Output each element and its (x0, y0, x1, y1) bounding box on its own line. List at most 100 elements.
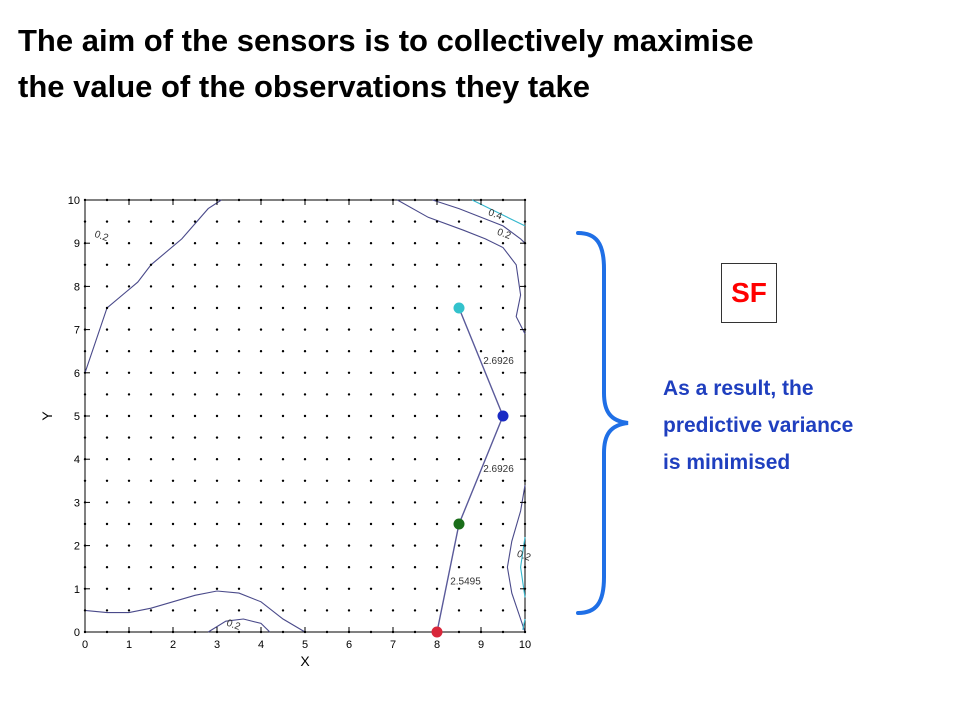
grid-point (281, 371, 285, 374)
grid-point (149, 371, 153, 374)
x-tick-label-3: 3 (214, 639, 220, 651)
grid-point (237, 587, 241, 590)
grid-point (83, 479, 87, 482)
grid-point (391, 350, 395, 353)
grid-point (259, 544, 263, 547)
grid-point (215, 263, 219, 266)
grid-point (105, 479, 109, 482)
grid-point (237, 220, 241, 223)
grid-point (127, 609, 131, 612)
grid-point (523, 393, 527, 396)
grid-point (193, 306, 197, 310)
grid-point (369, 350, 373, 353)
grid-point (303, 566, 307, 569)
grid-point (501, 328, 505, 331)
y-tick-label-5: 5 (74, 411, 80, 423)
grid-point (303, 458, 307, 461)
grid-point (127, 458, 131, 461)
grid-point (523, 350, 527, 353)
grid-point (281, 630, 285, 634)
grid-point (347, 393, 351, 396)
grid-point (501, 436, 505, 439)
grid-point (479, 306, 483, 310)
grid-point (237, 436, 241, 439)
grid-point (237, 458, 241, 461)
grid-point (369, 458, 373, 461)
grid-point (237, 630, 241, 634)
grid-point (149, 544, 153, 547)
grid-point (215, 587, 219, 590)
grid-point (127, 414, 131, 418)
grid-point (347, 306, 351, 310)
grid-point (105, 220, 109, 223)
contour-label-4: 0.2 (225, 618, 242, 633)
grid-point (127, 371, 131, 374)
grid-point (237, 393, 241, 396)
grid-point (325, 350, 329, 353)
grid-point (127, 263, 131, 266)
grid-point (413, 522, 417, 526)
grid-point (479, 242, 483, 245)
grid-point (259, 458, 263, 461)
grid-point (105, 414, 109, 418)
grid-point (259, 306, 263, 310)
grid-point (391, 371, 395, 374)
grid-point (215, 350, 219, 353)
grid-point (413, 306, 417, 310)
grid-point (435, 522, 439, 526)
x-tick-label-8: 8 (434, 639, 440, 651)
grid-point (391, 263, 395, 266)
grid-point (391, 393, 395, 396)
grid-point (149, 393, 153, 396)
grid-point (479, 479, 483, 482)
grid-point (193, 566, 197, 569)
grid-point (435, 566, 439, 569)
grid-point (325, 436, 329, 439)
grid-point (435, 414, 439, 418)
grid-point (501, 198, 505, 202)
grid-point (413, 242, 417, 245)
grid-point (215, 479, 219, 482)
grid-point (171, 263, 175, 266)
grid-point (215, 436, 219, 439)
grid-point (325, 414, 329, 418)
grid-point (435, 263, 439, 266)
grid-point (215, 414, 219, 418)
grid-point (325, 328, 329, 331)
grid-point (413, 458, 417, 461)
grid-point (237, 328, 241, 331)
contour-line-8 (520, 536, 526, 598)
sensor-point-4 (453, 302, 465, 314)
grid-point (171, 544, 175, 547)
grid-point (479, 544, 483, 547)
grid-point (347, 479, 351, 482)
grid-point (105, 522, 109, 526)
grid-point (457, 566, 461, 569)
y-tick-label-10: 10 (68, 195, 80, 207)
grid-point (171, 350, 175, 353)
grid-point (171, 242, 175, 245)
grid-point (479, 263, 483, 266)
grid-point (303, 220, 307, 223)
contour-line-4 (397, 199, 526, 335)
grid-point (457, 587, 461, 590)
grid-point (413, 436, 417, 439)
grid-point (127, 393, 131, 396)
grid-point (479, 328, 483, 331)
grid-point (171, 414, 175, 418)
grid-point (391, 436, 395, 439)
grid-point (149, 242, 153, 245)
grid-point (369, 393, 373, 396)
grid-point (325, 263, 329, 266)
grid-point (83, 436, 87, 439)
grid-point (479, 285, 483, 288)
grid-point (391, 285, 395, 288)
grid-point (215, 371, 219, 374)
sf-label-box: SF (721, 263, 777, 323)
grid-point (369, 198, 373, 202)
grid-point (391, 544, 395, 547)
grid-point (105, 566, 109, 569)
grid-point (369, 587, 373, 590)
grid-point (281, 566, 285, 569)
